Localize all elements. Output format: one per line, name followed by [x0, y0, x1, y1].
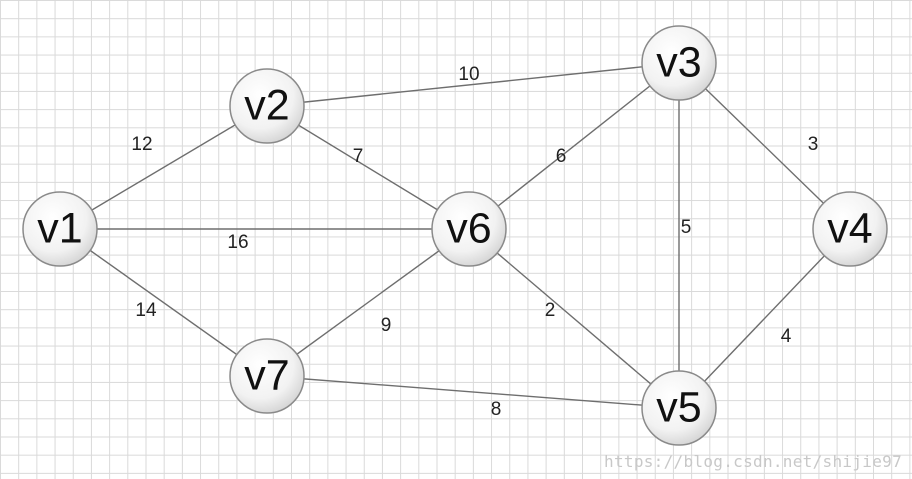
edge-weight-v7-v5: 8	[491, 399, 502, 420]
node-v2: v2	[229, 68, 305, 144]
node-label-v3: v3	[656, 38, 701, 86]
edge-weight-v6-v5: 2	[545, 300, 556, 321]
node-circle-v6	[431, 191, 507, 267]
node-label-v4: v4	[827, 204, 872, 252]
node-label-v7: v7	[244, 351, 289, 399]
node-v7: v7	[229, 338, 305, 414]
node-label-v5: v5	[656, 383, 701, 431]
edge-weight-v6-v7: 9	[381, 315, 392, 336]
edge-weight-v2-v3: 10	[458, 64, 479, 85]
node-v5: v5	[641, 370, 717, 446]
edge-weight-v1-v2: 12	[131, 134, 152, 155]
node-circle-v2	[229, 68, 305, 144]
edge-v7-v5	[266, 375, 680, 409]
edge-v1-v2	[59, 105, 268, 230]
node-v4: v4	[812, 191, 888, 267]
edge-weight-v3-v5: 5	[681, 217, 692, 238]
edge-weight-v3-v4: 3	[808, 134, 819, 155]
nodes-layer: v1 v2 v3 v4 v5 v6 v7	[22, 25, 888, 446]
node-v3: v3	[641, 25, 717, 101]
node-v6: v6	[431, 191, 507, 267]
node-circle-v3	[641, 25, 717, 101]
edge-weight-v4-v5: 4	[781, 326, 792, 347]
edges-layer	[59, 62, 851, 409]
watermark-text: https://blog.csdn.net/shijie97	[604, 452, 902, 471]
node-circle-v1	[22, 191, 98, 267]
node-label-v2: v2	[244, 81, 289, 129]
edge-weight-v2-v6: 7	[353, 146, 364, 167]
edge-v6-v3	[468, 62, 680, 230]
node-label-v6: v6	[446, 204, 491, 252]
edge-weight-v1-v7: 14	[135, 300, 157, 321]
node-label-v1: v1	[37, 204, 82, 252]
edge-weight-v1-v6: 16	[227, 232, 248, 253]
edge-v6-v5	[468, 228, 680, 409]
edge-weights-layer: 12 16 14 10 7 6 3 5 2 9 8 4	[131, 64, 818, 420]
node-v1: v1	[22, 191, 98, 267]
node-circle-v5	[641, 370, 717, 446]
edge-v4-v5	[678, 228, 851, 409]
edge-v2-v6	[266, 105, 470, 230]
node-circle-v7	[229, 338, 305, 414]
edge-v2-v3	[266, 62, 680, 107]
edge-v3-v4	[678, 62, 851, 230]
edge-v1-v7	[59, 228, 268, 377]
edge-v6-v7	[266, 228, 470, 377]
edge-weight-v6-v3: 6	[556, 146, 567, 167]
node-circle-v4	[812, 191, 888, 267]
